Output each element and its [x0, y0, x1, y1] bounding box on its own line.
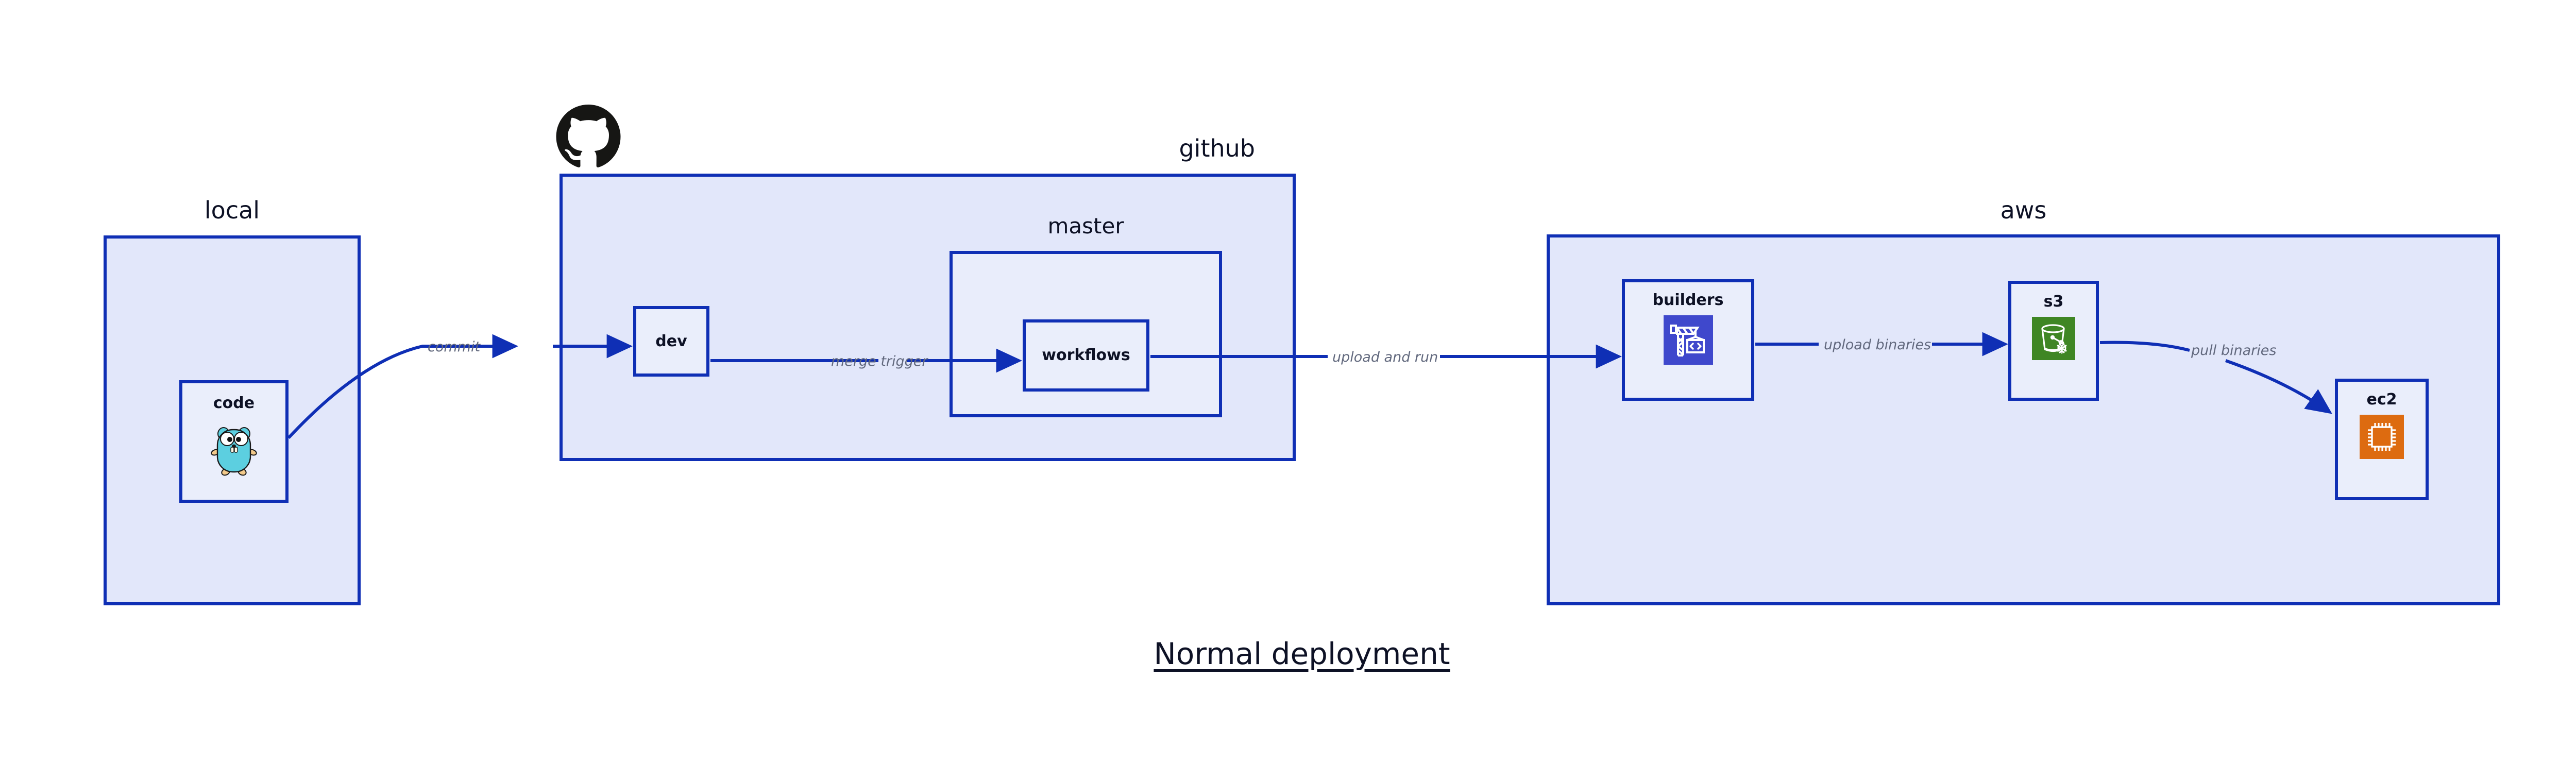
cluster-label-aws: aws	[2000, 196, 2047, 224]
node-label-builders: builders	[1652, 291, 1724, 309]
node-code[interactable]: code	[179, 380, 289, 503]
aws-codebuild-icon	[1663, 315, 1713, 367]
edge-label-commit: commit	[428, 339, 481, 355]
aws-s3-glacier-icon	[2032, 317, 2075, 363]
node-label-code: code	[213, 394, 255, 412]
edge-label-upload-binaries: upload binaries	[1824, 337, 1931, 353]
go-gopher-icon	[210, 420, 258, 480]
node-builders[interactable]: builders	[1622, 279, 1754, 401]
node-label-s3: s3	[2043, 293, 2064, 311]
node-dev[interactable]: dev	[633, 306, 709, 377]
edge-label-upload-and-run: upload and run	[1332, 349, 1438, 365]
cluster-label-github: github	[1179, 134, 1255, 162]
node-label-dev: dev	[655, 332, 687, 350]
github-octocat-logo	[555, 105, 621, 172]
node-ec2[interactable]: ec2	[2335, 379, 2429, 500]
diagram-title: Normal deployment	[1154, 636, 1450, 671]
node-s3[interactable]: s3	[2008, 281, 2099, 401]
cluster-label-local: local	[204, 196, 260, 224]
node-workflows[interactable]: workflows	[1023, 319, 1149, 392]
node-label-workflows: workflows	[1042, 346, 1130, 364]
node-label-ec2: ec2	[2366, 390, 2397, 409]
edge-label-pull-binaries: pull binaries	[2191, 343, 2277, 359]
aws-ec2-icon	[2360, 415, 2404, 462]
edge-label-merge-trigger: merge trigger	[831, 353, 928, 369]
cluster-label-master: master	[1047, 213, 1124, 239]
